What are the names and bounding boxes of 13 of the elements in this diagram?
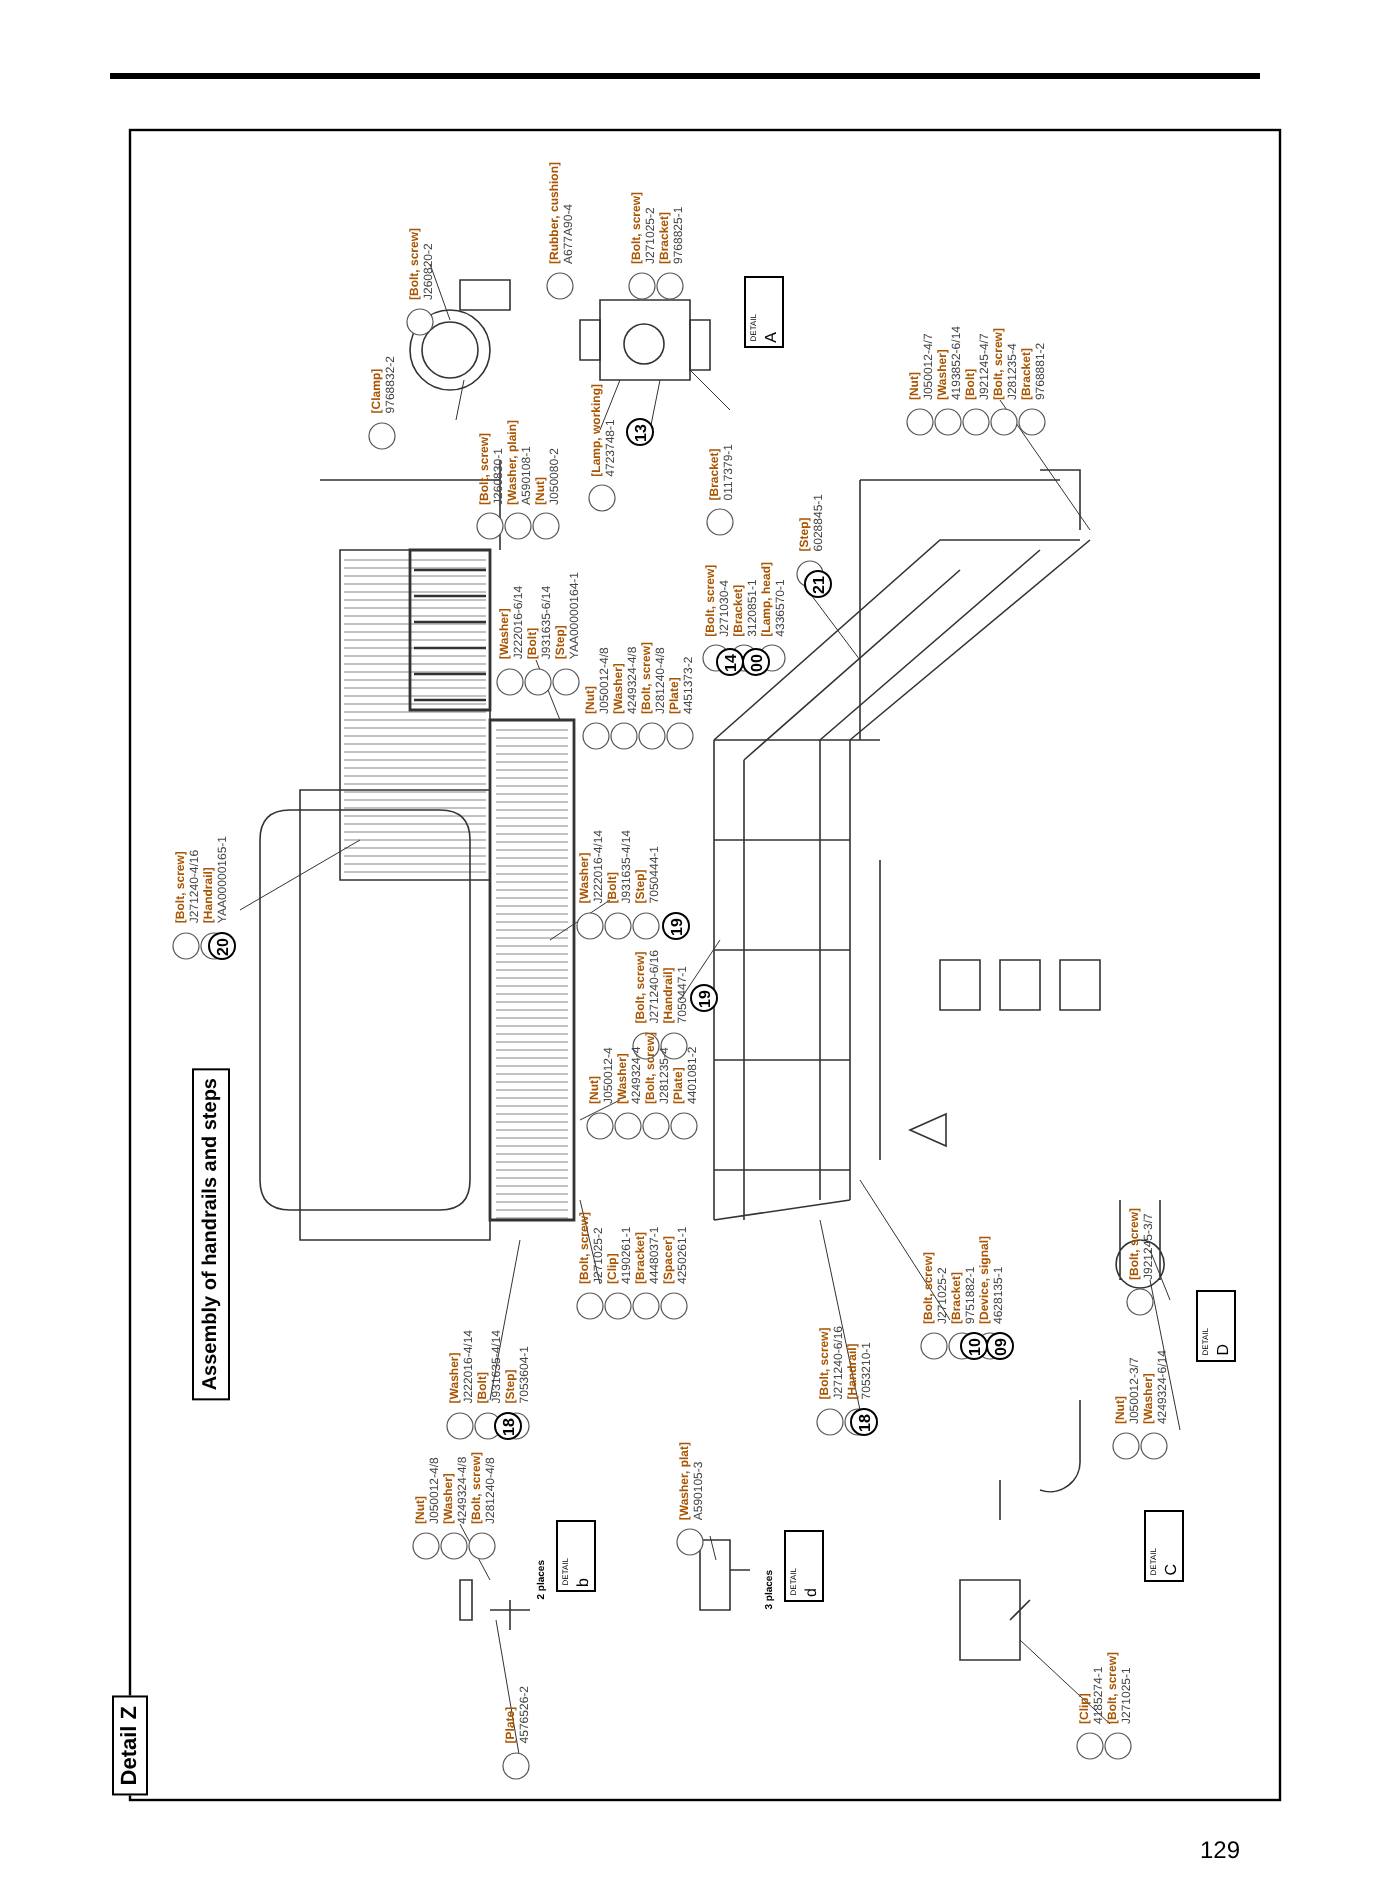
section-title: Detail Z [112,1696,148,1796]
callout-number: 21 [804,570,832,598]
callout-number: 09 [986,1332,1014,1360]
page-number: 129 [1200,1836,1241,1864]
callout-number: 19 [662,912,690,940]
drawing-title: Assembly of handrails and steps [192,1067,230,1400]
callout-number: 00 [742,648,770,676]
callout-number: 18 [850,1408,878,1436]
callout-number: 20 [208,932,236,960]
callout-number: 18 [494,1412,522,1440]
callout-number: 13 [626,418,654,446]
callout-number: 19 [690,984,718,1012]
callout-number: 14 [716,648,744,676]
